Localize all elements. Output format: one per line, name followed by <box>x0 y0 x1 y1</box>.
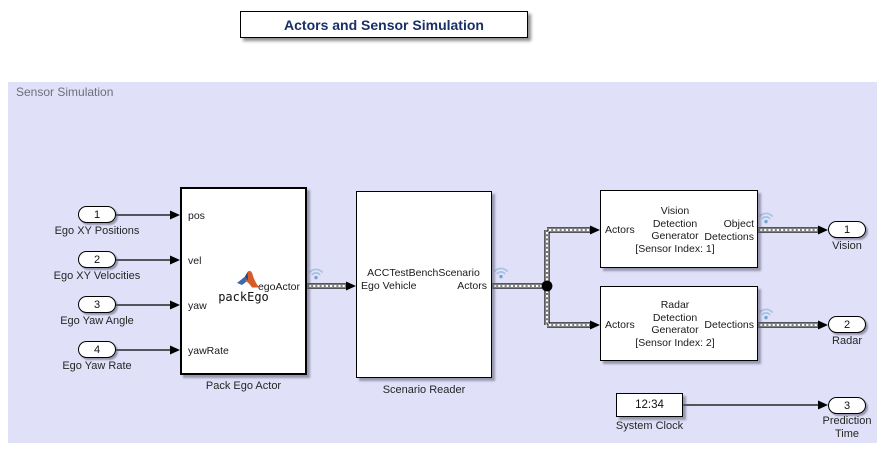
scenario-name: ACCTestBenchScenario <box>367 267 480 279</box>
vision-port-actors: Actors <box>605 224 635 236</box>
outport-2-label[interactable]: Radar <box>832 335 862 347</box>
outport-3-label[interactable]: Prediction Time <box>822 415 872 440</box>
outport-3[interactable]: 3 <box>828 397 866 414</box>
pack-ego-function-name: packEgo <box>218 290 269 304</box>
inport-2-label[interactable]: Ego XY Velocities <box>53 270 141 282</box>
inport-3-label[interactable]: Ego Yaw Angle <box>60 315 134 327</box>
inport-3-number: 3 <box>93 298 101 311</box>
scenario-reader-label[interactable]: Scenario Reader <box>382 384 466 396</box>
radar-detection-generator-block[interactable]: Actors Radar Detection Generator [Sensor… <box>600 286 758 361</box>
outport-1[interactable]: 1 <box>828 221 866 238</box>
inport-1[interactable]: 1 <box>78 206 116 223</box>
matlab-logo-icon <box>237 270 260 288</box>
inport-1-label[interactable]: Ego XY Positions <box>54 225 140 237</box>
radar-port-detections: Detections <box>704 319 754 331</box>
scenario-port-actors: Actors <box>457 280 487 292</box>
outport-1-label[interactable]: Vision <box>832 240 862 252</box>
pack-ego-port-pos: pos <box>188 210 205 222</box>
inport-4[interactable]: 4 <box>78 341 116 358</box>
model-title-block: Actors and Sensor Simulation <box>240 11 528 38</box>
scenario-port-ego-vehicle: Ego Vehicle <box>361 280 417 292</box>
outport-3-number: 3 <box>843 399 851 412</box>
pack-ego-port-yawrate: yawRate <box>188 345 229 357</box>
inport-1-number: 1 <box>93 208 101 221</box>
radar-port-actors: Actors <box>605 319 635 331</box>
area-label: Sensor Simulation <box>16 85 114 99</box>
model-title-text: Actors and Sensor Simulation <box>284 16 484 33</box>
pack-ego-port-egoactor: egoActor <box>257 281 300 293</box>
inport-2-number: 2 <box>93 253 101 266</box>
outport-2[interactable]: 2 <box>828 316 866 333</box>
pack-ego-port-yaw: yaw <box>188 300 207 312</box>
inport-3[interactable]: 3 <box>78 296 116 313</box>
pack-ego-port-vel: vel <box>188 255 202 267</box>
outport-1-number: 1 <box>843 223 851 236</box>
radar-block-text: Radar Detection Generator [Sensor Index:… <box>635 299 715 349</box>
vision-port-object-detections: Object Detections <box>704 218 754 243</box>
pack-ego-actor-block[interactable]: pos vel yaw yawRate egoActor packEgo <box>180 187 307 375</box>
scenario-reader-block[interactable]: ACCTestBenchScenario Ego Vehicle Actors <box>356 191 492 378</box>
inport-2[interactable]: 2 <box>78 251 116 268</box>
inport-4-number: 4 <box>93 343 101 356</box>
system-clock-block[interactable]: 12:34 <box>616 393 683 417</box>
system-clock-value: 12:34 <box>635 399 664 411</box>
pack-ego-actor-label[interactable]: Pack Ego Actor <box>205 380 282 392</box>
inport-4-label[interactable]: Ego Yaw Rate <box>62 360 132 372</box>
outport-2-number: 2 <box>843 318 851 331</box>
vision-detection-generator-block[interactable]: Actors Vision Detection Generator [Senso… <box>600 190 758 268</box>
vision-block-text: Vision Detection Generator [Sensor Index… <box>635 205 715 255</box>
system-clock-label[interactable]: System Clock <box>615 420 684 432</box>
